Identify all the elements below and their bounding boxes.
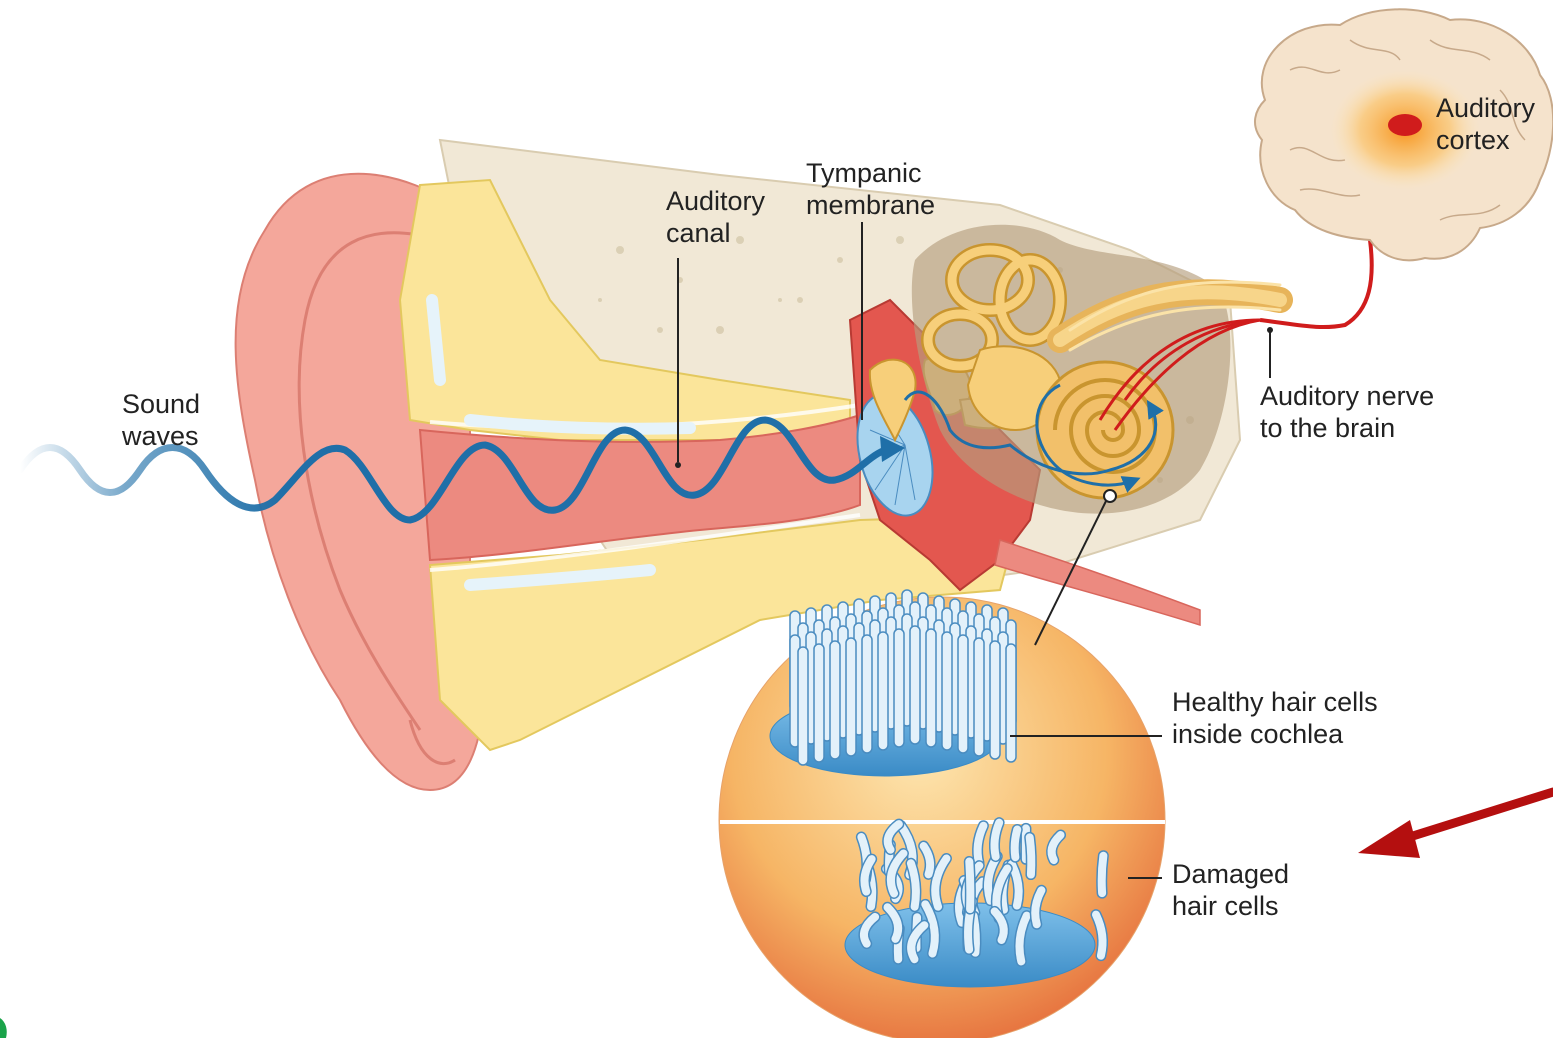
healthy-hair-cell — [926, 629, 936, 747]
damaged-hair-cell — [969, 861, 970, 909]
damaged-hair-cell — [911, 863, 916, 906]
healthy-hair-cell — [878, 632, 888, 750]
damaged-hair-cell — [1015, 829, 1018, 857]
damaged-hair-cell — [1030, 837, 1032, 874]
damaged-hair-cell — [1102, 856, 1104, 893]
healthy-hair-cell — [846, 638, 856, 756]
healthy-hair-cell — [1006, 644, 1016, 762]
healthy-hair-cell — [798, 647, 808, 765]
gland-vertical — [432, 300, 440, 380]
healthy-hair-cell — [974, 638, 984, 756]
healthy-hair-cell — [958, 635, 968, 753]
healthy-hair-cell — [894, 629, 904, 747]
healthy-hair-cell — [942, 632, 952, 750]
healthy-hair-cell — [814, 644, 824, 762]
healthy-hair-cell — [862, 635, 872, 753]
auditory-cortex-spot — [1388, 114, 1422, 136]
healthy-hair-cell — [910, 626, 920, 744]
healthy-hair-cells-group — [790, 590, 1016, 765]
healthy-hair-cell — [990, 641, 1000, 759]
damaged-hair-cell — [994, 823, 999, 857]
healthy-hair-cell — [830, 641, 840, 759]
corner-mark — [0, 1018, 7, 1038]
pointer-arrow — [1358, 792, 1553, 858]
